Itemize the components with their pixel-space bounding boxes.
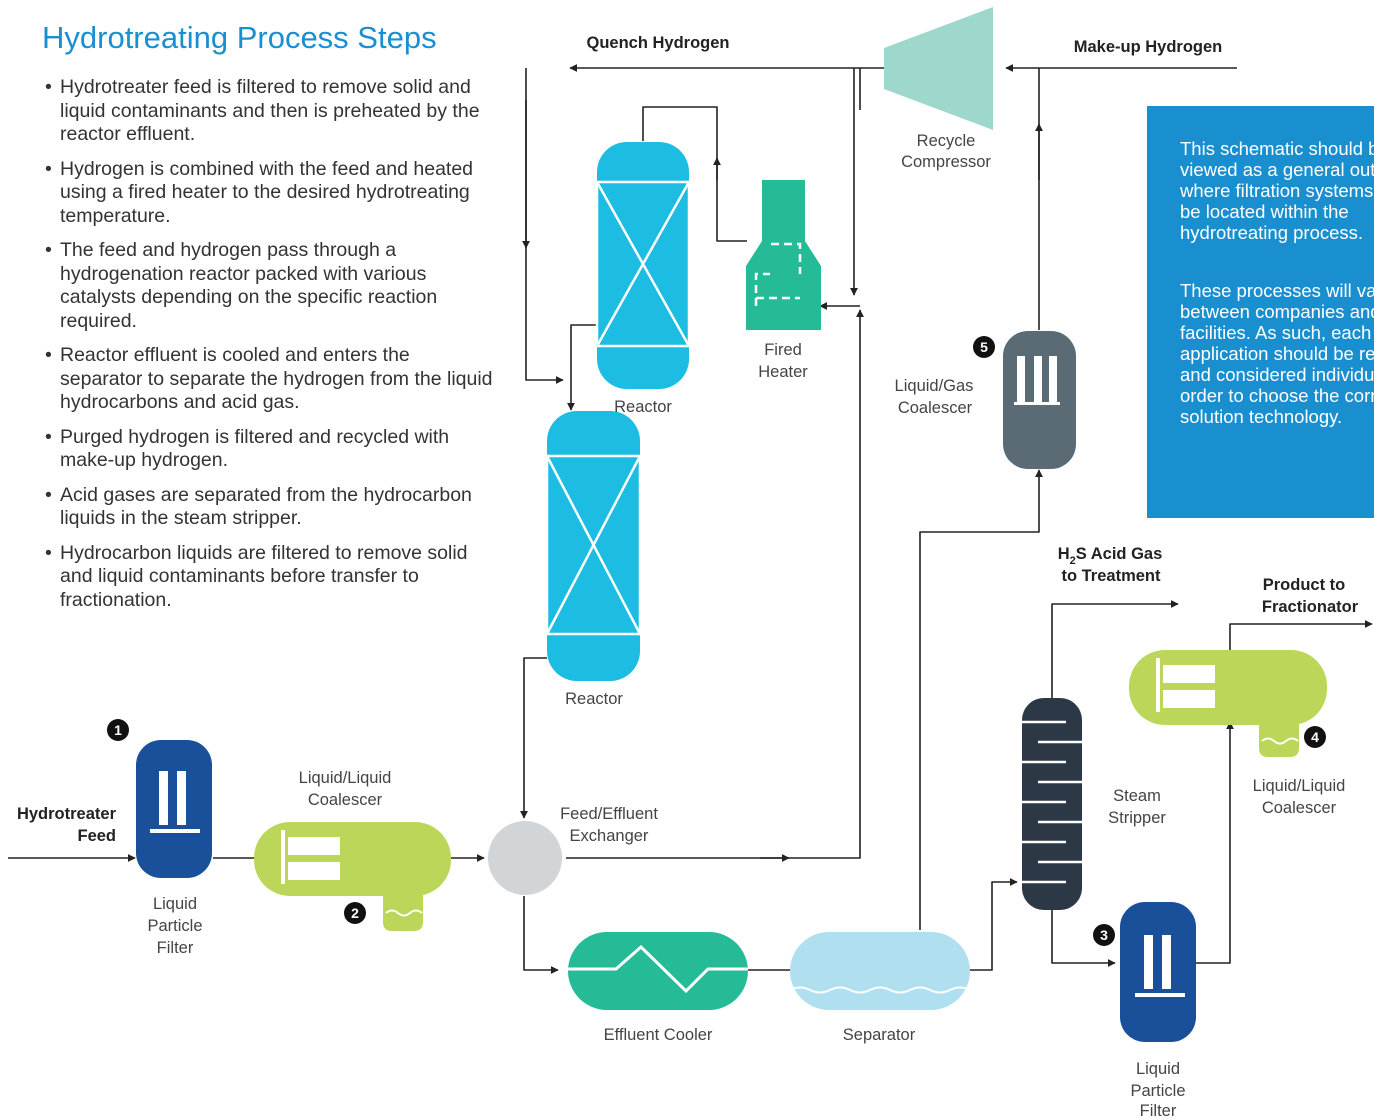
product-filter-label-line1: Liquid: [1136, 1060, 1180, 1078]
ll-coalescer-2-label-line1: Liquid/Liquid: [1253, 777, 1346, 795]
separator: [790, 932, 970, 1010]
feed-label-line1: Hydrotreater: [17, 805, 117, 823]
svg-text:1: 1: [114, 722, 122, 738]
product-filter-label-line3: Filter: [1140, 1102, 1177, 1119]
lg-coalescer-label-line1: Liquid/Gas: [895, 377, 974, 395]
line-reactor2-to-exchanger: [520, 657, 547, 819]
steam-stripper: [1022, 698, 1082, 910]
reactor-1: [595, 142, 691, 389]
stripper-label-line1: Steam: [1113, 787, 1161, 805]
lg-coalescer-label-line2: Coalescer: [898, 399, 973, 417]
exchanger-label-line1: Feed/Effluent: [560, 805, 658, 823]
svg-text:2: 2: [351, 905, 359, 921]
line-exchanger-to-heater: [566, 309, 864, 859]
h2s-label-line1: H2S Acid Gas: [1058, 545, 1163, 567]
page-title: Hydrotreating Process Steps: [42, 20, 437, 55]
effluent-cooler: [568, 932, 748, 1010]
exchanger-label-line2: Exchanger: [570, 827, 649, 845]
line-exchanger-to-cooler: [523, 896, 559, 974]
liquid-particle-filter-2: [1120, 902, 1196, 1042]
feed-effluent-exchanger: [488, 821, 562, 895]
product-label-line2: Fractionator: [1262, 598, 1359, 616]
product-filter-label-line2: Particle: [1130, 1082, 1185, 1100]
fired-heater: [746, 180, 821, 330]
line-product-out: [1229, 620, 1373, 652]
process-step-2: Hydrogen is combined with the feed and h…: [44, 158, 494, 229]
liquid-liquid-coalescer-2: [1129, 650, 1327, 757]
line-quench-left: [525, 68, 564, 384]
liquid-gas-coalescer: [1003, 331, 1076, 469]
process-step-6: Acid gases are separated from the hydroc…: [44, 484, 494, 531]
line-filter-to-coalescer2: [1196, 721, 1234, 964]
stripper-label-line2: Stripper: [1108, 809, 1166, 827]
recycle-compressor: [884, 7, 993, 130]
heater-label-line1: Fired: [764, 341, 802, 359]
svg-text:4: 4: [1311, 729, 1319, 745]
process-steps-list: Hydrotreater feed is filtered to remove …: [44, 76, 494, 623]
marker-1: 1: [107, 719, 129, 741]
reactor-2-label: Reactor: [565, 690, 623, 708]
process-step-5: Purged hydrogen is filtered and recycled…: [44, 426, 494, 473]
feed-filter-label-line2: Particle: [147, 917, 202, 935]
product-label-line1: Product to: [1263, 576, 1346, 594]
note-paragraph-1: This schematic should be viewed as a gen…: [1180, 138, 1374, 243]
feed-label-line2: Feed: [77, 827, 116, 845]
feed-filter-label-line1: Liquid: [153, 895, 197, 913]
quench-hydrogen-label: Quench Hydrogen: [586, 34, 729, 52]
liquid-liquid-coalescer-1: [254, 822, 451, 931]
cooler-label: Effluent Cooler: [604, 1026, 713, 1044]
liquid-particle-filter-1: [136, 740, 212, 878]
line-reactor1-to-reactor2: [567, 324, 597, 411]
process-step-1: Hydrotreater feed is filtered to remove …: [44, 76, 494, 147]
ll-coalescer-1-label-line2: Coalescer: [308, 791, 383, 809]
svg-text:3: 3: [1100, 927, 1108, 943]
process-step-3: The feed and hydrogen pass through a hyd…: [44, 239, 494, 333]
marker-2: 2: [344, 902, 366, 924]
process-step-7: Hydrocarbon liquids are filtered to remo…: [44, 542, 494, 613]
separator-label: Separator: [843, 1026, 916, 1044]
note-paragraph-2: These processes will vary between compan…: [1180, 280, 1374, 427]
line-acid-gas: [1051, 600, 1179, 702]
heater-label-line2: Heater: [758, 363, 808, 381]
process-step-4: Reactor effluent is cooled and enters th…: [44, 344, 494, 415]
feed-filter-label-line3: Filter: [157, 939, 194, 957]
ll-coalescer-1-label-line1: Liquid/Liquid: [299, 769, 392, 787]
marker-4: 4: [1304, 726, 1326, 748]
svg-text:5: 5: [980, 339, 988, 355]
disclaimer-note-box: This schematic should be viewed as a gen…: [1147, 106, 1374, 518]
ll-coalescer-2-label-line2: Coalescer: [1262, 799, 1337, 817]
reactor-2: [545, 411, 642, 681]
reactor-1-label: Reactor: [614, 398, 672, 416]
line-separator-to-stripper: [970, 878, 1018, 971]
marker-3: 3: [1093, 924, 1115, 946]
makeup-hydrogen-label: Make-up Hydrogen: [1074, 38, 1223, 56]
compressor-label-line2: Compressor: [901, 153, 991, 171]
h2s-label-line2: to Treatment: [1061, 567, 1161, 585]
marker-5: 5: [973, 336, 995, 358]
line-heater-to-reactor: [642, 106, 747, 242]
line-separator-to-lg-coalescer: [919, 469, 1043, 930]
compressor-label-line1: Recycle: [917, 132, 976, 150]
line-stripper-to-filter: [1051, 910, 1116, 967]
